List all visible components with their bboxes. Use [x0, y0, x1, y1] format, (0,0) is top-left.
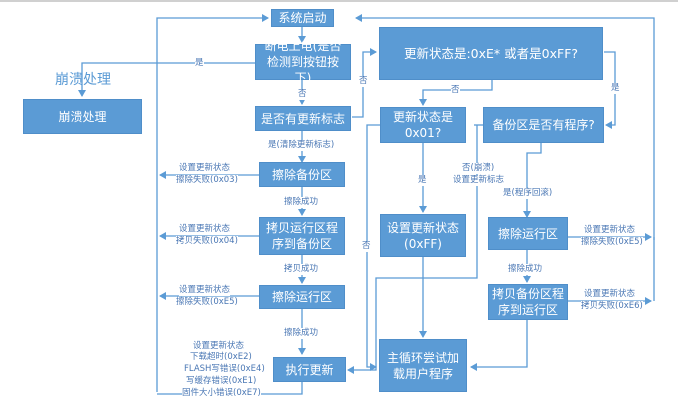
label-err-update-0: 设置更新状态: [193, 341, 245, 352]
label-err-03-1: 设置更新状态: [179, 163, 231, 174]
label-no-crash-2: 设置更新标志: [453, 175, 505, 186]
edge-backup-yes-to-erase-run: [523, 143, 542, 218]
label-err-e6-2: 拷贝失败(0xE6): [581, 301, 643, 312]
node-erase-run-right[interactable]: 擦除运行区: [488, 217, 568, 250]
node-copy-backup-to-run[interactable]: 拷贝备份区程序到运行区: [488, 284, 568, 320]
node-power-cycle[interactable]: 断电上电(是否检测到按钮按下): [255, 39, 351, 85]
label-erase-ok-3: 擦除成功: [508, 264, 543, 275]
edge-right-loop-to-start: [355, 14, 655, 240]
top-border: [0, 0, 678, 2]
node-system-start[interactable]: 系统启动: [271, 9, 334, 27]
crash-handling-heading: 崩溃处理: [55, 72, 111, 88]
node-erase-run-left[interactable]: 擦除运行区: [259, 285, 345, 309]
label-status-yes: 是: [611, 83, 620, 94]
label-err-update-4: 固件大小错误(0xE7): [182, 388, 261, 399]
label-yes-clear-flag: 是(清除更新标志): [268, 140, 335, 151]
label-err-e5-left-1: 设置更新状态: [179, 285, 231, 296]
label-err-03-2: 擦除失败(0x03): [176, 175, 238, 186]
label-status-no: 否: [451, 85, 460, 96]
label-01-yes: 是: [418, 175, 427, 186]
label-flag-no: 否: [359, 76, 368, 87]
label-err-e6-1: 设置更新状态: [584, 289, 636, 300]
label-err-e5-right-1: 设置更新状态: [584, 225, 636, 236]
label-err-update-3: 写缓存错误(0xE1): [186, 376, 257, 387]
node-crash-handling[interactable]: 崩溃处理: [23, 99, 142, 134]
edge-left-loop-to-start: [156, 14, 269, 392]
label-power-no: 否: [298, 89, 307, 100]
label-erase-ok-2: 擦除成功: [284, 328, 319, 339]
label-copy-ok: 拷贝成功: [284, 264, 319, 275]
node-copy-run-to-backup[interactable]: 拷贝运行区程序到备份区: [259, 217, 345, 255]
label-err-update-1: 下载超时(0xE2): [190, 352, 252, 363]
node-backup-has-program[interactable]: 备份区是否有程序?: [483, 107, 604, 143]
node-has-update-flag[interactable]: 是否有更新标志: [255, 106, 351, 131]
label-power-yes: 是: [195, 58, 204, 69]
edge-01-no-crash: [347, 125, 478, 374]
label-err-e5-left-2: 擦除失败(0xE5): [176, 297, 238, 308]
label-erase-ok-1: 擦除成功: [284, 197, 319, 208]
label-err-04-2: 拷贝失败(0x04): [176, 236, 238, 247]
label-backup-no: 否: [362, 241, 371, 252]
node-erase-backup[interactable]: 擦除备份区: [259, 162, 345, 187]
label-no-crash-1: 否(崩溃): [462, 163, 495, 174]
edge-copy-backup-to-main: [470, 320, 528, 371]
label-err-e5-right-2: 擦除失败(0xE5): [581, 237, 643, 248]
label-err-04-1: 设置更新状态: [179, 224, 231, 235]
node-execute-update[interactable]: 执行更新: [273, 357, 346, 382]
node-update-status-check[interactable]: 更新状态是:0xE* 或者是0xFF?: [379, 27, 603, 80]
label-yes-rollback: 是(程序回滚): [503, 188, 553, 199]
label-err-update-2: FLASH写错误(0xE4): [184, 364, 265, 375]
node-set-status-ff[interactable]: 设置更新状态(0xFF): [380, 214, 466, 257]
node-main-loop[interactable]: 主循环尝试加载用户程序: [379, 339, 467, 392]
node-status-is-01[interactable]: 更新状态是0x01?: [380, 107, 466, 143]
